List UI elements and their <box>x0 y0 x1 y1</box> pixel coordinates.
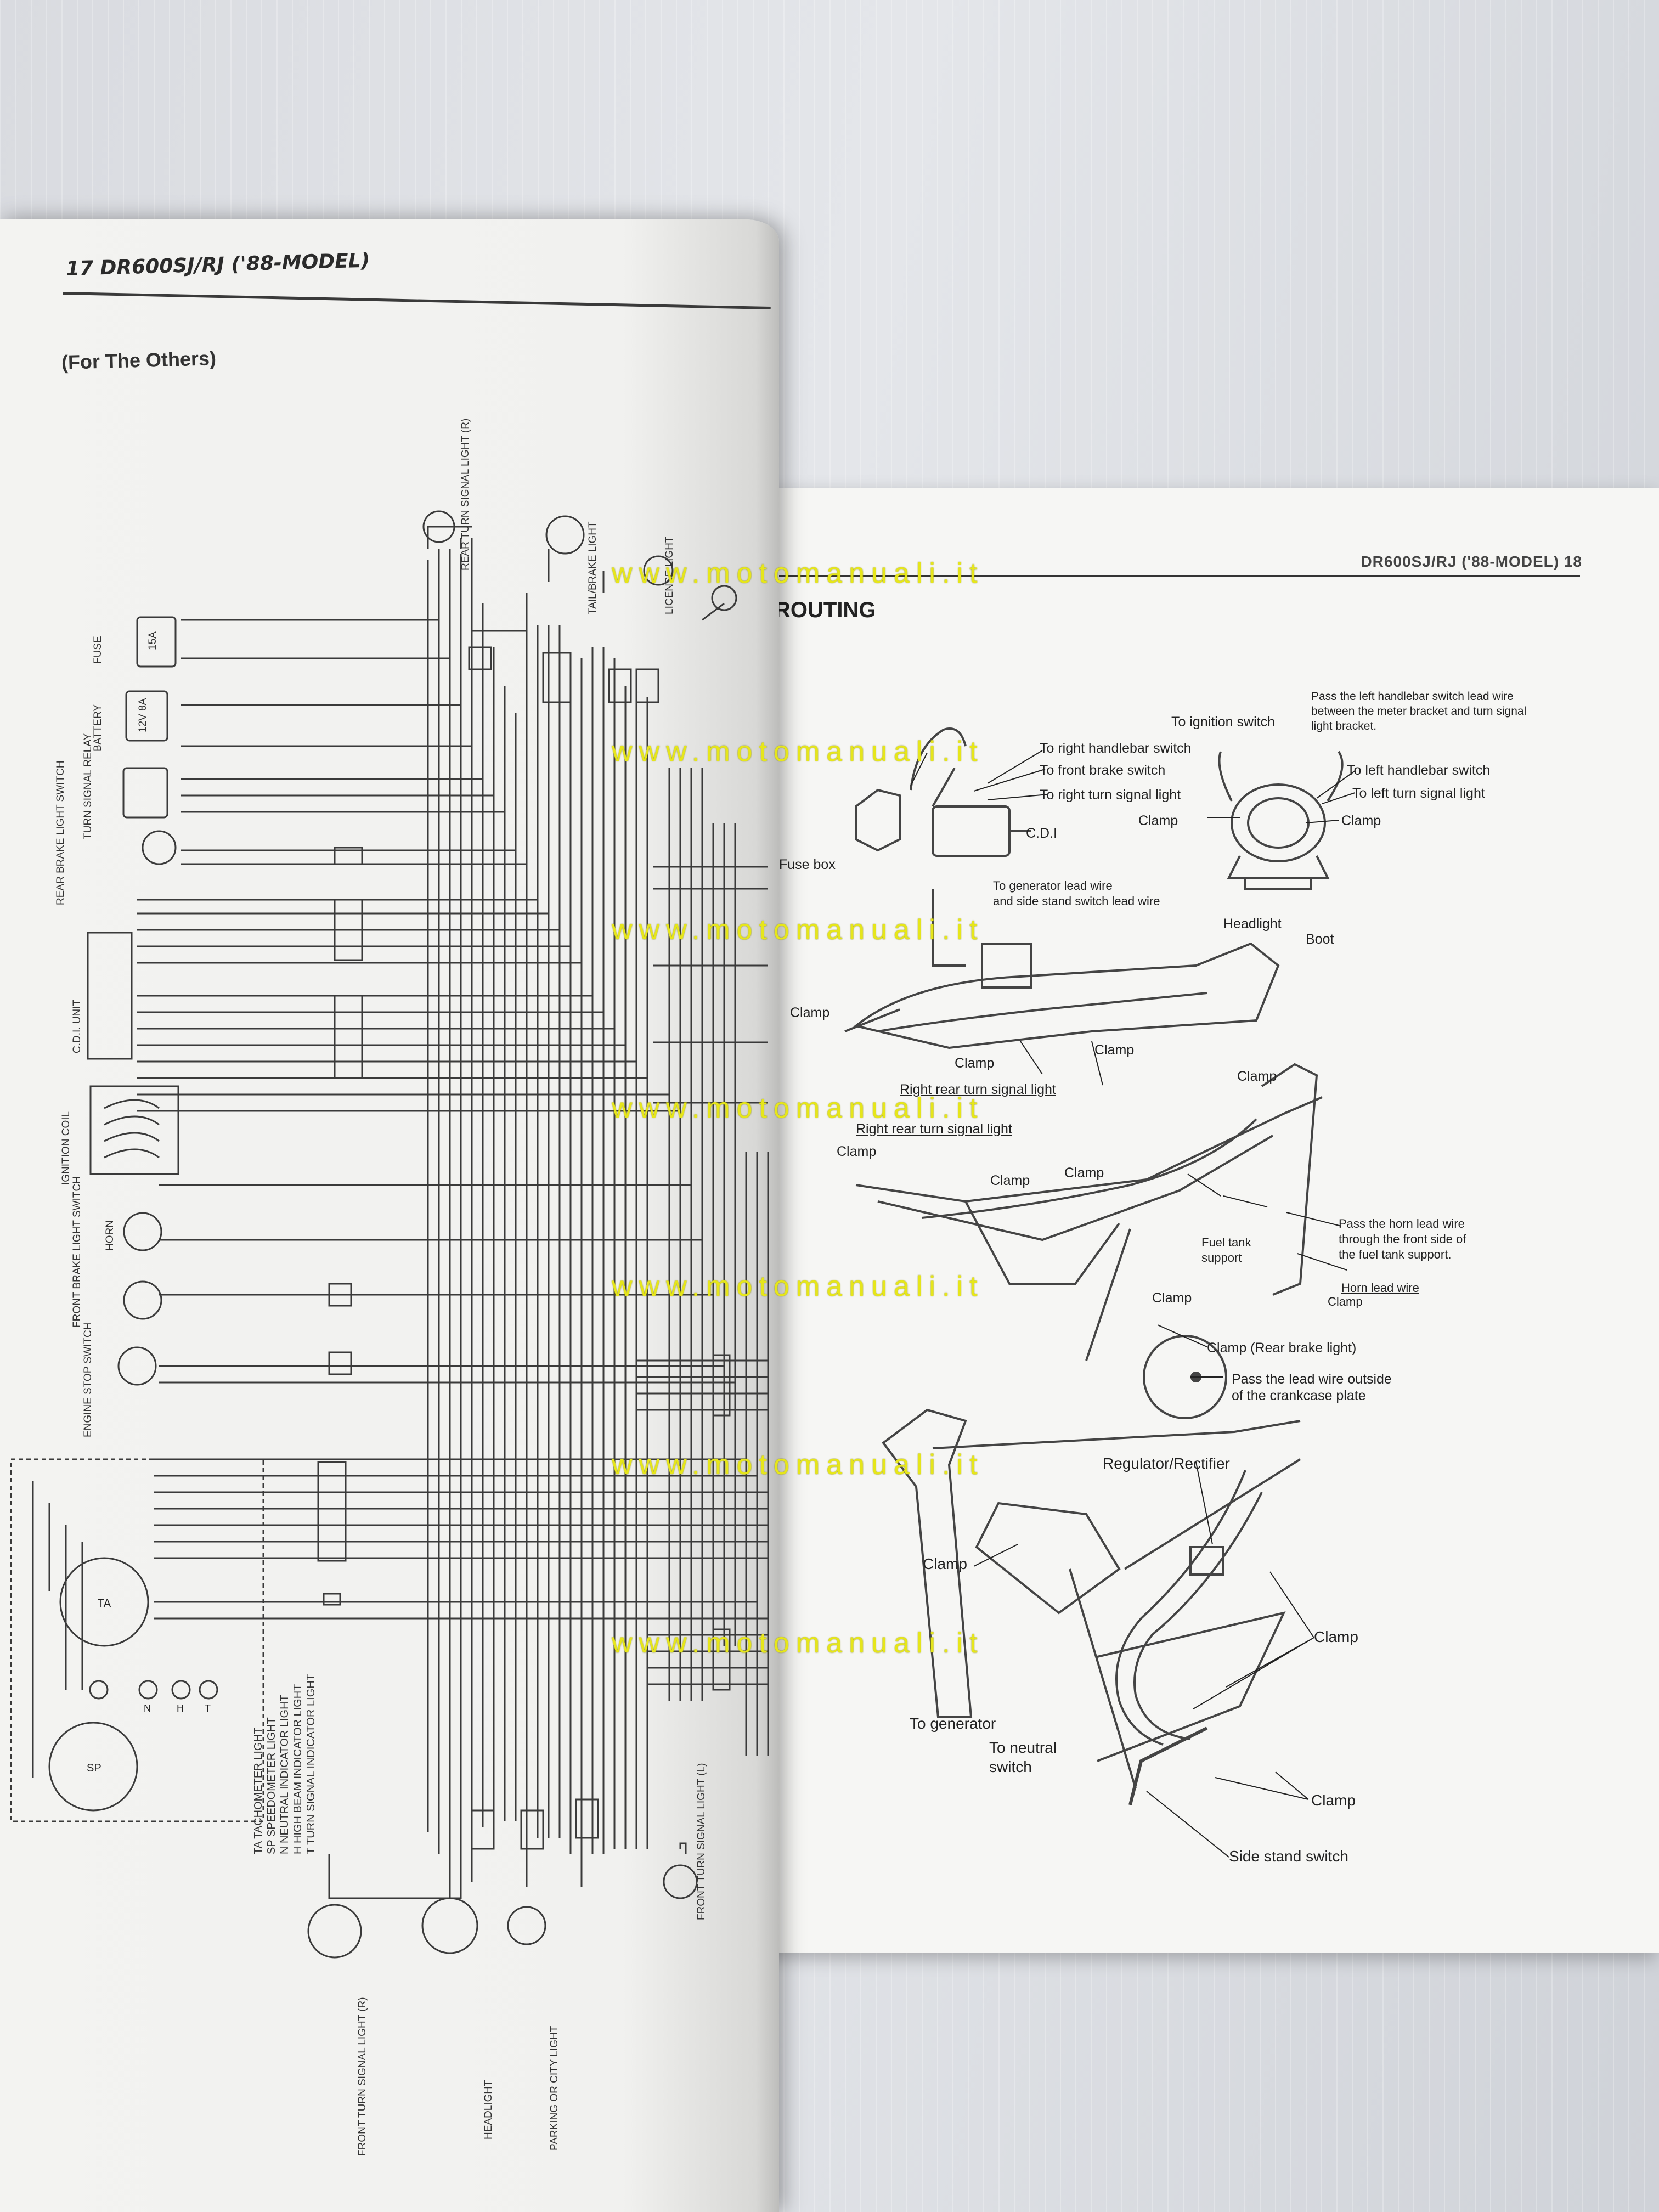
label-horn-lead-wire: Horn lead wire <box>1341 1281 1419 1295</box>
label-clamp-bottom-left: Clamp <box>923 1555 967 1572</box>
label-to-left-turn: To left turn signal light <box>1352 786 1485 801</box>
note-left-handlebar-1: Pass the left handlebar switch lead wire <box>1311 690 1514 703</box>
label-clamp-mid-bottom: Clamp <box>837 1144 877 1159</box>
label-clamp-bottom-lower: Clamp <box>1311 1792 1356 1809</box>
label-engine-stop-switch: ENGINE STOP SWITCH <box>82 1322 94 1437</box>
label-clamp-mid-left: Clamp <box>790 1005 830 1020</box>
label-fuse-box: Fuse box <box>779 857 836 872</box>
label-to-right-turn: To right turn signal light <box>1040 787 1181 803</box>
watermark-7: www.motomanuali.it <box>612 1627 984 1659</box>
label-clamp-frame-bottom: Clamp <box>1152 1290 1192 1306</box>
label-to-generator-lead-1: To generator lead wire <box>993 879 1113 893</box>
legend-n: N NEUTRAL INDICATOR LIGHT <box>279 1695 291 1854</box>
label-to-right-handlebar: To right handlebar switch <box>1040 741 1192 756</box>
right-page-rule <box>768 575 1580 577</box>
label-front-turn-light-r: FRONT TURN SIGNAL LIGHT (R) <box>357 1997 368 2156</box>
label-tail-brake-light: TAIL/BRAKE LIGHT <box>587 521 599 614</box>
note-crankcase-2: of the crankcase plate <box>1232 1388 1366 1403</box>
label-regulator-rectifier: Regulator/Rectifier <box>1103 1455 1230 1472</box>
label-to-front-brake: To front brake switch <box>1040 763 1166 778</box>
meter-label-sp: SP <box>87 1762 101 1774</box>
legend-sp: SP SPEEDOMETER LIGHT <box>266 1717 278 1854</box>
label-right-rear-turn-1: Right rear turn signal light <box>900 1082 1056 1097</box>
label-clamp-top-right: Clamp <box>1341 813 1381 828</box>
note-crankcase-1: Pass the lead wire outside <box>1232 1372 1392 1387</box>
label-to-left-handlebar: To left handlebar switch <box>1347 763 1491 778</box>
watermark-6: www.motomanuali.it <box>612 1449 984 1481</box>
label-rear-turn-light-r: REAR TURN SIGNAL LIGHT (R) <box>460 418 471 571</box>
routing-title: ROUTING <box>775 598 876 622</box>
note-left-handlebar-3: light bracket. <box>1311 720 1377 732</box>
label-fuel-tank-support-2: support <box>1201 1251 1242 1265</box>
label-to-generator-lead-2: and side stand switch lead wire <box>993 894 1160 908</box>
label-headlight: HEADLIGHT <box>483 2080 494 2140</box>
note-horn-2: through the front side of <box>1339 1232 1466 1246</box>
label-parking-light: PARKING OR CITY LIGHT <box>549 2025 560 2151</box>
label-ignition-coil: IGNITION COIL <box>60 1111 72 1185</box>
meter-label-t: T <box>205 1703 211 1714</box>
label-cdi-unit: C.D.I. UNIT <box>71 999 83 1053</box>
label-to-neutral-2: switch <box>989 1758 1032 1775</box>
label-clamp-frame-left: Clamp <box>990 1173 1030 1188</box>
label-boot: Boot <box>1306 932 1334 947</box>
watermark-4: www.motomanuali.it <box>612 1092 984 1124</box>
meter-label-h: H <box>177 1703 184 1714</box>
label-clamp-mid-right: Clamp <box>1094 1042 1135 1058</box>
note-left-handlebar-2: between the meter bracket and turn signa… <box>1311 705 1527 718</box>
label-clamp-rear-brake: Clamp (Rear brake light) <box>1207 1340 1357 1356</box>
legend-h: H HIGH BEAM INDICATOR LIGHT <box>292 1684 304 1854</box>
label-to-ignition: To ignition switch <box>1171 714 1275 730</box>
label-front-turn-light-l: FRONT TURN SIGNAL LIGHT (L) <box>696 1763 707 1920</box>
label-headlight: Headlight <box>1223 916 1282 932</box>
label-to-neutral-1: To neutral <box>989 1739 1057 1756</box>
label-clamp-frame-top: Clamp <box>1237 1069 1277 1084</box>
watermark-5: www.motomanuali.it <box>612 1271 984 1302</box>
note-horn-3: the fuel tank support. <box>1339 1248 1452 1261</box>
label-battery-rating: 12V 8A <box>137 698 149 732</box>
watermark-2: www.motomanuali.it <box>612 736 984 768</box>
label-right-rear-turn-2: Right rear turn signal light <box>856 1121 1012 1137</box>
label-fuel-tank-support-1: Fuel tank <box>1201 1235 1251 1249</box>
label-to-generator: To generator <box>910 1715 996 1732</box>
watermark-3: www.motomanuali.it <box>612 914 984 946</box>
label-side-stand-switch: Side stand switch <box>1229 1848 1348 1865</box>
label-fuse: FUSE <box>92 636 104 664</box>
label-clamp-bottom-right: Clamp <box>1314 1628 1358 1645</box>
left-page <box>0 219 779 2212</box>
label-clamp-horn: Clamp <box>1328 1295 1363 1308</box>
label-clamp-frame-center: Clamp <box>1064 1165 1104 1181</box>
label-clamp-top-left: Clamp <box>1138 813 1178 828</box>
note-horn-1: Pass the horn lead wire <box>1339 1217 1465 1231</box>
meter-label-ta: TA <box>98 1598 111 1610</box>
label-turn-signal-relay: TURN SIGNAL RELAY <box>82 733 94 839</box>
legend-t: T TURN SIGNAL INDICATOR LIGHT <box>305 1674 317 1854</box>
label-horn: HORN <box>104 1220 116 1251</box>
label-fuse-rating: 15A <box>147 631 159 650</box>
right-page-header: DR600SJ/RJ ('88-MODEL) 18 <box>1361 553 1582 570</box>
label-cdi: C.D.I <box>1026 826 1057 841</box>
label-front-brake-switch: FRONT BRAKE LIGHT SWITCH <box>71 1176 83 1328</box>
legend-ta: TA TACHOMETER LIGHT <box>252 1727 264 1854</box>
meter-label-n: N <box>144 1703 151 1714</box>
label-clamp-mid-center: Clamp <box>955 1056 995 1071</box>
right-page <box>757 488 1659 1953</box>
label-rear-brake-switch: REAR BRAKE LIGHT SWITCH <box>55 760 66 905</box>
watermark-1: www.motomanuali.it <box>612 557 984 589</box>
